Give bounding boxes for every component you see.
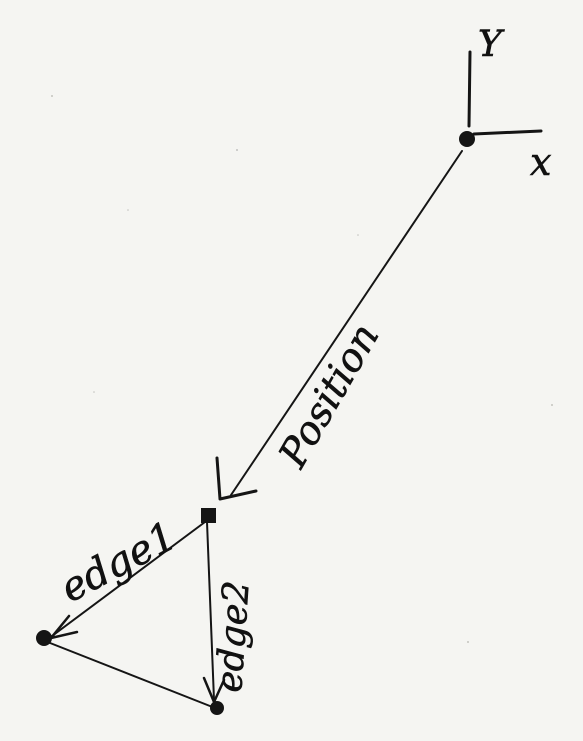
speck: [127, 209, 129, 211]
vertex-bottom: [210, 701, 224, 715]
position-label: Position: [270, 316, 388, 476]
edge1-line: [51, 521, 206, 637]
origin-axes: Y x: [459, 24, 552, 184]
x-axis-line: [472, 129, 543, 136]
position-vector: Position: [215, 150, 463, 501]
origin-point: [459, 131, 475, 147]
position-arrowhead: [215, 456, 258, 501]
paper-specks: [51, 95, 553, 643]
speck: [467, 641, 469, 643]
speck: [236, 149, 238, 151]
edge2-label: edge2: [209, 579, 258, 693]
x-axis-label: x: [530, 140, 551, 184]
edge3-line: [44, 640, 216, 709]
vertex-left: [36, 630, 52, 646]
y-axis-line: [467, 50, 472, 128]
speck: [51, 95, 53, 97]
triangle: edge1 edge2: [36, 508, 258, 715]
speck: [93, 391, 95, 393]
speck: [551, 404, 553, 406]
y-axis-label: Y: [478, 24, 505, 65]
edge2-line: [206, 521, 215, 701]
speck: [357, 234, 359, 236]
vertex-square: [201, 508, 216, 523]
position-line: [230, 150, 463, 496]
edge1-label: edge1: [53, 513, 184, 612]
